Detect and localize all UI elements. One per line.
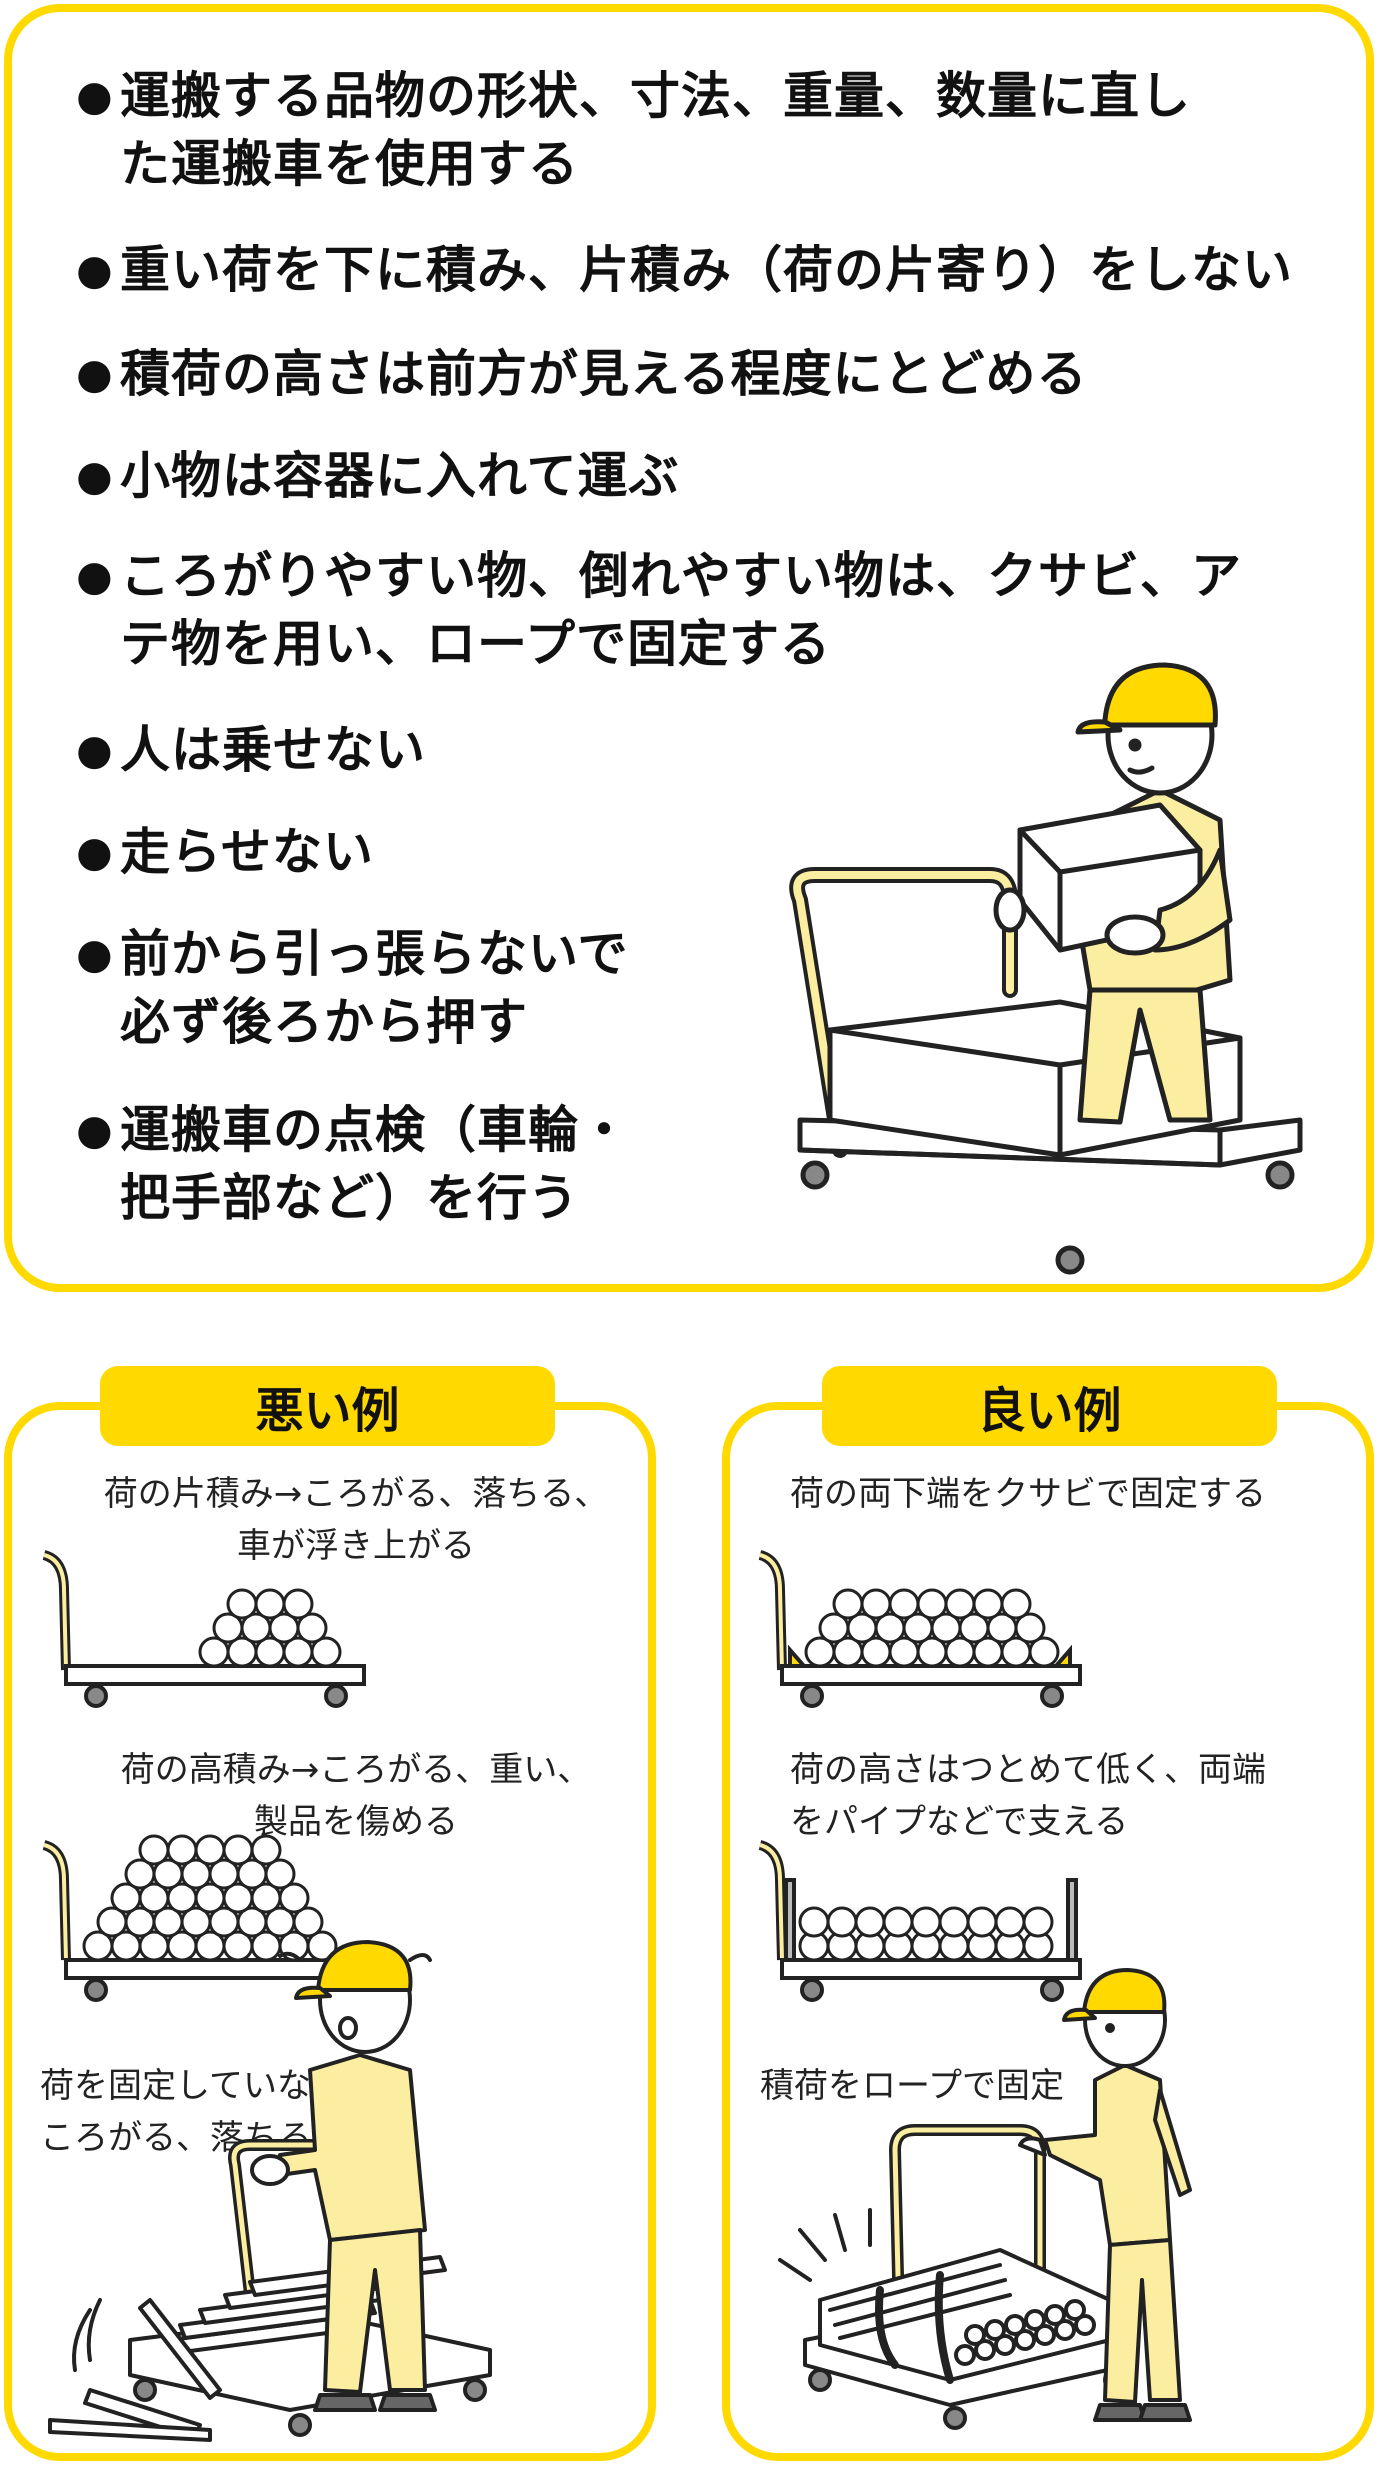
- rule-item: ● 小物は容器に入れて運ぶ: [76, 442, 680, 510]
- worker-loading-cart-illustration: [789, 662, 1303, 1275]
- bullet-icon: ●: [76, 725, 114, 774]
- rule-text: 運搬車の点検（車輪・ 把手部など）を行う: [120, 1101, 630, 1227]
- rule-text: 走らせない: [120, 823, 374, 881]
- bullet-icon: ●: [76, 1105, 114, 1154]
- roped-load-worker-illustration: [778, 1968, 1192, 2430]
- bullet-icon: ●: [76, 349, 114, 398]
- good-example-title: 良い例: [822, 1366, 1277, 1446]
- bullet-icon: ●: [76, 451, 114, 500]
- rule-item: ● 人は乗せない: [76, 716, 426, 784]
- rule-item: ● 運搬車の点検（車輪・ 把手部など）を行う: [76, 1096, 630, 1232]
- one-sided-load-cart-illustration: [42, 1550, 366, 1708]
- wedged-load-cart-illustration: [758, 1550, 1082, 1708]
- rule-item: ● 走らせない: [76, 818, 374, 886]
- rule-text: ころがりやすい物、倒れやすい物は、クサビ、ア テ物を用い、ロープで固定する: [120, 547, 1242, 673]
- unsecured-load-worker-illustration: [48, 1940, 492, 2442]
- bullet-icon: ●: [76, 245, 114, 294]
- rule-item: ● 前から引っ張らないで 必ず後ろから押す: [76, 920, 629, 1056]
- good-caption-rope: 積荷をロープで固定: [760, 2066, 1064, 2106]
- rule-item: ● 運搬する品物の形状、寸法、重量、数量に直し た運搬車を使用する: [76, 62, 1191, 198]
- rule-text: 運搬する品物の形状、寸法、重量、数量に直し た運搬車を使用する: [120, 67, 1191, 193]
- bullet-icon: ●: [76, 929, 114, 978]
- bullet-icon: ●: [76, 71, 114, 120]
- rule-item: ● ころがりやすい物、倒れやすい物は、クサビ、ア テ物を用い、ロープで固定する: [76, 542, 1242, 678]
- bad-example-title: 悪い例: [100, 1366, 555, 1446]
- good-caption-wedges: 荷の両下端をクサビで固定する: [790, 1474, 1266, 1514]
- rule-item: ● 積荷の高さは前方が見える程度にとどめる: [76, 340, 1088, 408]
- rule-item: ● 重い荷を下に積み、片積み（荷の片寄り）をしない: [76, 236, 1293, 304]
- rule-text: 重い荷を下に積み、片積み（荷の片寄り）をしない: [120, 241, 1293, 299]
- rule-text: 前から引っ張らないで 必ず後ろから押す: [120, 925, 629, 1051]
- bullet-icon: ●: [76, 551, 114, 600]
- rule-text: 積荷の高さは前方が見える程度にとどめる: [120, 345, 1088, 403]
- bad-caption-one-sided: 荷の片積み→ころがる、落ちる、 車が浮き上がる: [103, 1474, 609, 1566]
- good-caption-low-stack: 荷の高さはつとめて低く、両端 をパイプなどで支える: [790, 1750, 1266, 1842]
- low-stack-cart-illustration: [758, 1840, 1082, 2002]
- rule-text: 人は乗せない: [120, 721, 426, 779]
- rule-text: 小物は容器に入れて運ぶ: [120, 447, 680, 505]
- bullet-icon: ●: [76, 827, 114, 876]
- bad-caption-high-stack: 荷の高積み→ころがる、重い、 製品を傷める: [120, 1750, 592, 1842]
